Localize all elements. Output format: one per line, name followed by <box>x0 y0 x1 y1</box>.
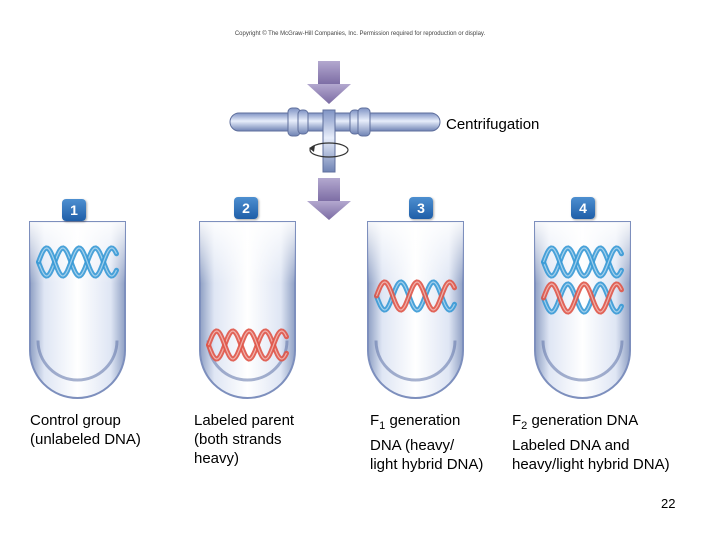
caption-line-f1: F1 generation <box>370 412 461 432</box>
down-arrow-bottom <box>307 178 351 220</box>
dna-band-light <box>541 245 624 279</box>
caption-line: Labeled parent <box>194 412 295 429</box>
caption-line: heavy) <box>194 450 240 467</box>
caption-tube-2: Labeled parent (both strands heavy) <box>194 411 294 468</box>
caption-line: DNA (heavy/ <box>370 437 455 454</box>
caption-line: heavy/light hybrid DNA) <box>512 456 670 473</box>
dna-band-hybrid <box>374 279 457 313</box>
step-badge-3: 3 <box>409 197 433 219</box>
caption-line: (unlabeled DNA) <box>30 431 141 448</box>
down-arrow-top <box>307 61 351 104</box>
copyright-notice: Copyright © The McGraw-Hill Companies, I… <box>234 31 486 37</box>
caption-line: Control group <box>30 412 121 429</box>
centrifuge-rotor <box>229 107 441 173</box>
caption-line-f2: F2 generation DNA <box>512 412 639 432</box>
caption-tube-4: F2 generation DNA Labeled DNA and heavy/… <box>512 411 670 474</box>
dna-band-heavy <box>206 328 289 362</box>
dna-band-hybrid <box>541 281 624 315</box>
caption-tube-1: Control group (unlabeled DNA) <box>30 411 141 449</box>
step-badge-2: 2 <box>234 197 258 219</box>
centrifugation-label: Centrifugation <box>446 116 540 133</box>
caption-line: (both strands <box>194 431 282 448</box>
step-badge-4: 4 <box>571 197 595 219</box>
step-badge-1: 1 <box>62 199 86 221</box>
caption-line: light hybrid DNA) <box>370 456 484 473</box>
caption-tube-3: F1 generation DNA (heavy/ light hybrid D… <box>370 411 483 474</box>
dna-band-light <box>36 245 119 279</box>
page-number: 22 <box>661 496 676 511</box>
caption-line: Labeled DNA and <box>512 437 630 454</box>
centrifuge-tube-2 <box>199 221 296 399</box>
